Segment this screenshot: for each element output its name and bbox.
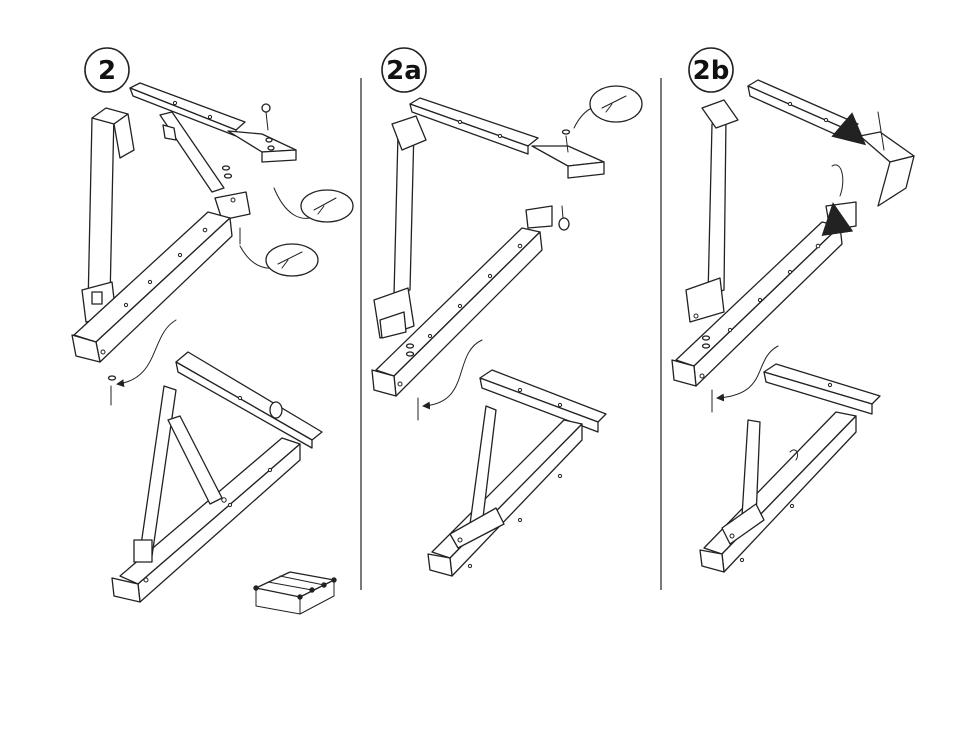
panel-step-2b: 2b [672, 48, 914, 572]
roof-icon [254, 572, 336, 614]
top-arm [130, 83, 245, 136]
wrench-detail-icon [574, 86, 642, 128]
assembled-frame [112, 352, 322, 602]
eye-bolt-icon [559, 130, 570, 230]
wrench-detail-icon [274, 188, 353, 222]
step-number: 2a [386, 56, 422, 86]
top-arm [748, 80, 858, 140]
step-number: 2b [693, 56, 730, 86]
vertical-leg [686, 100, 738, 322]
step-badge: 2 [85, 48, 129, 92]
panel-step-2a: 2a [372, 48, 642, 576]
step-badge: 2b [689, 48, 733, 92]
frame-joint [526, 146, 604, 228]
vertical-leg [374, 116, 426, 338]
wrench-detail-icon [240, 244, 318, 276]
step-number: 2 [98, 56, 116, 86]
assembled-frame [428, 370, 606, 576]
top-arm [410, 98, 538, 154]
assembled-frame [700, 364, 880, 572]
panel-step-2: 2 [72, 48, 353, 614]
step-badge: 2a [382, 48, 426, 92]
